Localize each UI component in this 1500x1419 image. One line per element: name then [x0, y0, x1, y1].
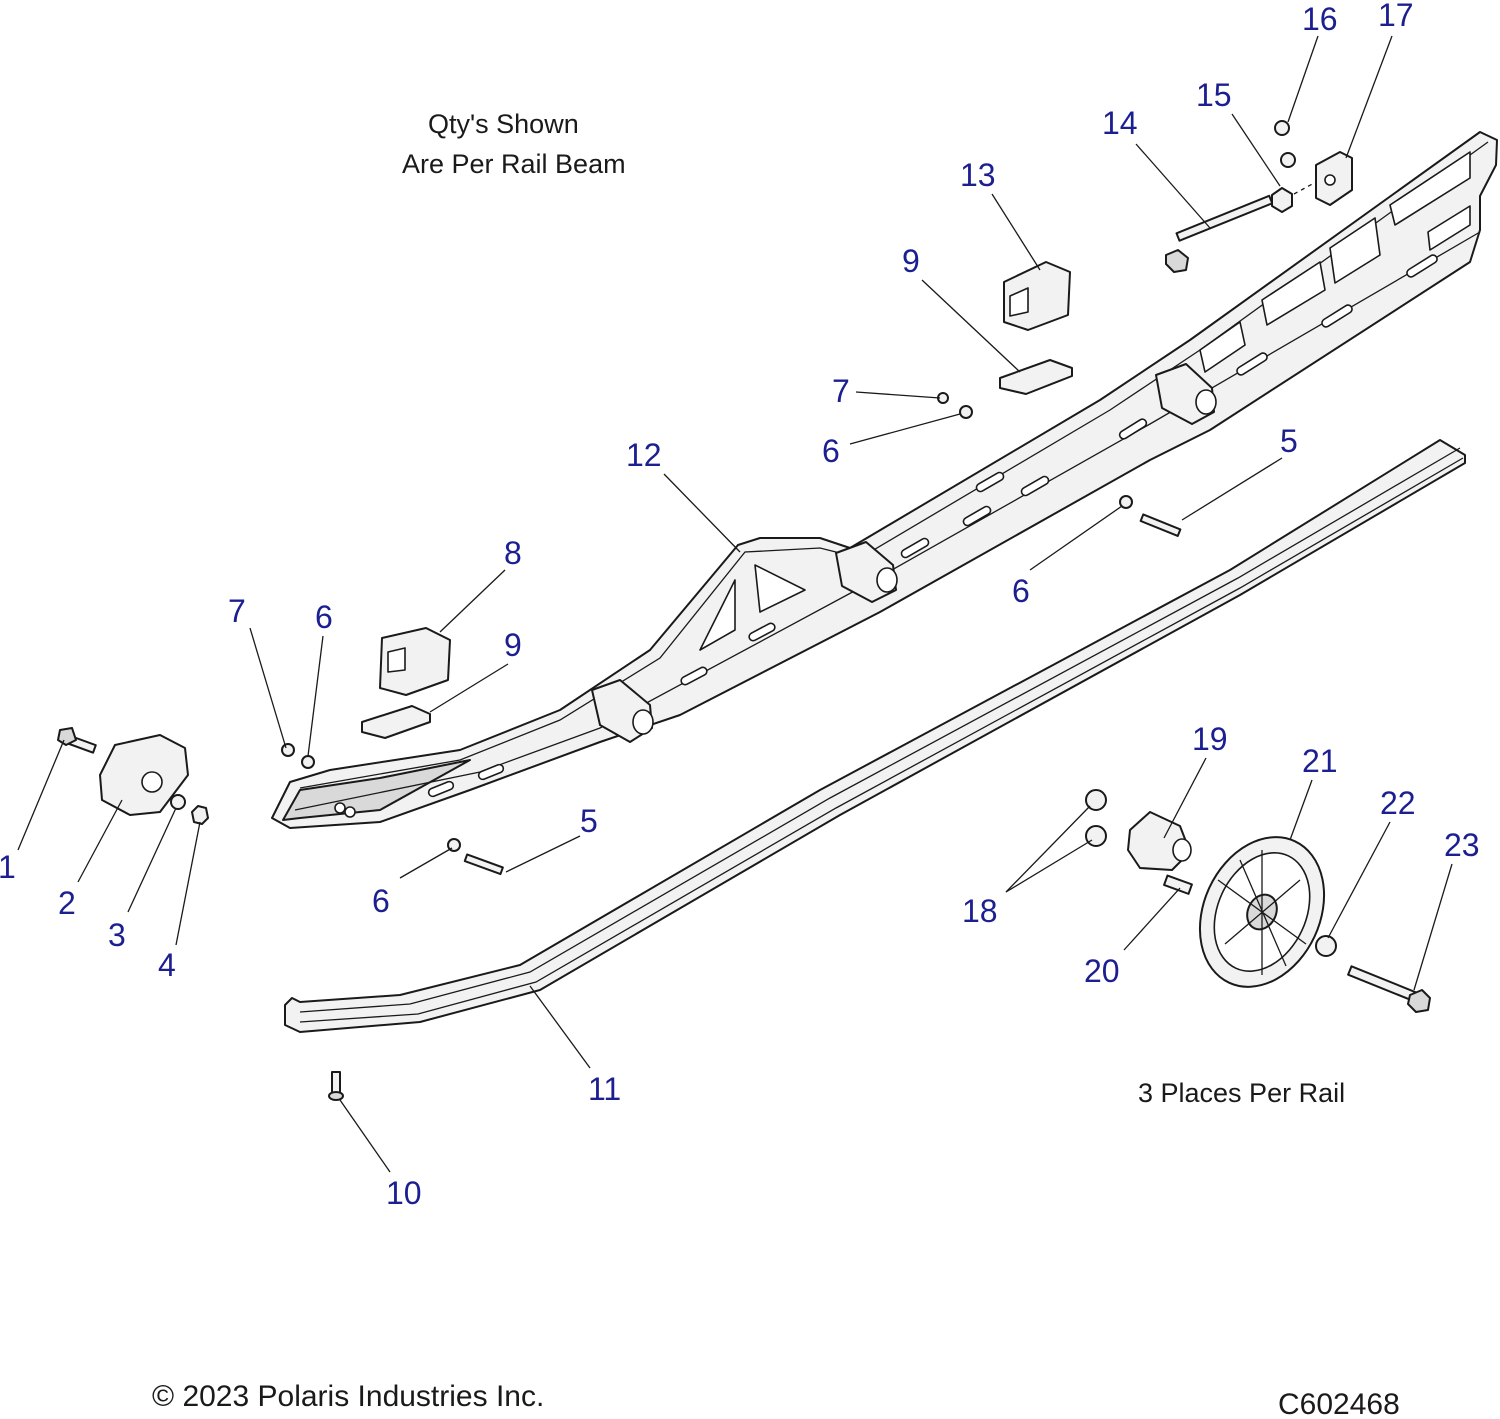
slide-rail — [284, 439, 1466, 1033]
callout-21: 21 — [1302, 743, 1338, 779]
callout-8: 8 — [504, 535, 522, 571]
nut-part-15 — [1271, 187, 1293, 213]
washer-part-18-b — [1085, 825, 1107, 847]
block-part-8 — [379, 627, 451, 696]
callout-23: 23 — [1444, 827, 1480, 863]
washer-part-3 — [170, 794, 186, 810]
callout-6-rear: 6 — [822, 433, 840, 469]
bracket-part-17 — [1315, 151, 1353, 206]
nut-part-4 — [191, 805, 209, 825]
callout-17: 17 — [1378, 0, 1414, 33]
bracket-part-19 — [1127, 811, 1192, 871]
callout-11: 11 — [588, 1071, 621, 1107]
beam-bracket-mid — [835, 541, 898, 603]
callout-15: 15 — [1196, 77, 1232, 113]
qty-note-line1: Qty's Shown — [428, 109, 579, 139]
callout-3: 3 — [108, 917, 126, 953]
wear-block-part-2 — [99, 734, 189, 816]
callout-2: 2 — [58, 885, 76, 921]
callout-16: 16 — [1302, 1, 1338, 37]
callout-12: 12 — [626, 437, 662, 473]
callout-9-front: 9 — [504, 627, 522, 663]
beam-bracket-front — [591, 679, 654, 743]
bolt-part-1 — [57, 727, 97, 754]
rail-beam — [271, 131, 1498, 829]
bolt-part-23 — [1347, 965, 1431, 1013]
callout-7-front: 7 — [228, 593, 246, 629]
insert-part-9-rear — [999, 359, 1073, 395]
washer-part-18-a — [1085, 789, 1107, 811]
callout-9-rear: 9 — [902, 243, 920, 279]
beam-slots — [427, 254, 1438, 798]
callout-22: 22 — [1380, 785, 1416, 821]
bolt-part-5-mid — [1139, 513, 1182, 537]
callout-14: 14 — [1102, 105, 1138, 141]
callout-20: 20 — [1084, 953, 1120, 989]
callout-6-mid: 6 — [1012, 573, 1030, 609]
insert-part-9-front — [361, 705, 431, 739]
washer-part-6-mid — [1119, 495, 1133, 509]
callout-4: 4 — [158, 947, 176, 983]
washer-part-22 — [1315, 935, 1337, 957]
qty-note-line2: Are Per Rail Beam — [402, 149, 626, 179]
callout-18: 18 — [962, 893, 998, 929]
places-note: 3 Places Per Rail — [1138, 1078, 1345, 1108]
beam-bracket-rear — [1155, 363, 1217, 425]
nut-part-7-front — [281, 743, 295, 757]
copyright: © 2023 Polaris Industries Inc. — [152, 1380, 544, 1413]
rivet-part-10 — [328, 1071, 344, 1101]
callout-5-lower: 5 — [580, 803, 598, 839]
washer-part-6-front — [301, 755, 315, 769]
wheel-part-21 — [1198, 836, 1326, 988]
callout-10: 10 — [386, 1175, 422, 1211]
callout-13: 13 — [960, 157, 996, 193]
bolt-part-14 — [1165, 194, 1274, 273]
leader-lines — [17, 35, 1453, 1173]
bolt-part-20 — [1163, 874, 1193, 895]
callout-19: 19 — [1192, 721, 1228, 757]
callout-6-lower: 6 — [372, 883, 390, 919]
cap-part-16-a — [1274, 120, 1290, 136]
diagram-id: C602468 — [1278, 1388, 1400, 1419]
callout-7-rear: 7 — [832, 373, 850, 409]
washer-part-6-rear — [959, 405, 973, 419]
block-part-13 — [1003, 261, 1071, 331]
cap-part-16-b — [1280, 152, 1296, 168]
callout-6-front: 6 — [315, 599, 333, 635]
callout-1: 1 — [0, 849, 16, 885]
bolt-part-5-lower — [463, 853, 504, 876]
callout-5-mid: 5 — [1280, 423, 1298, 459]
